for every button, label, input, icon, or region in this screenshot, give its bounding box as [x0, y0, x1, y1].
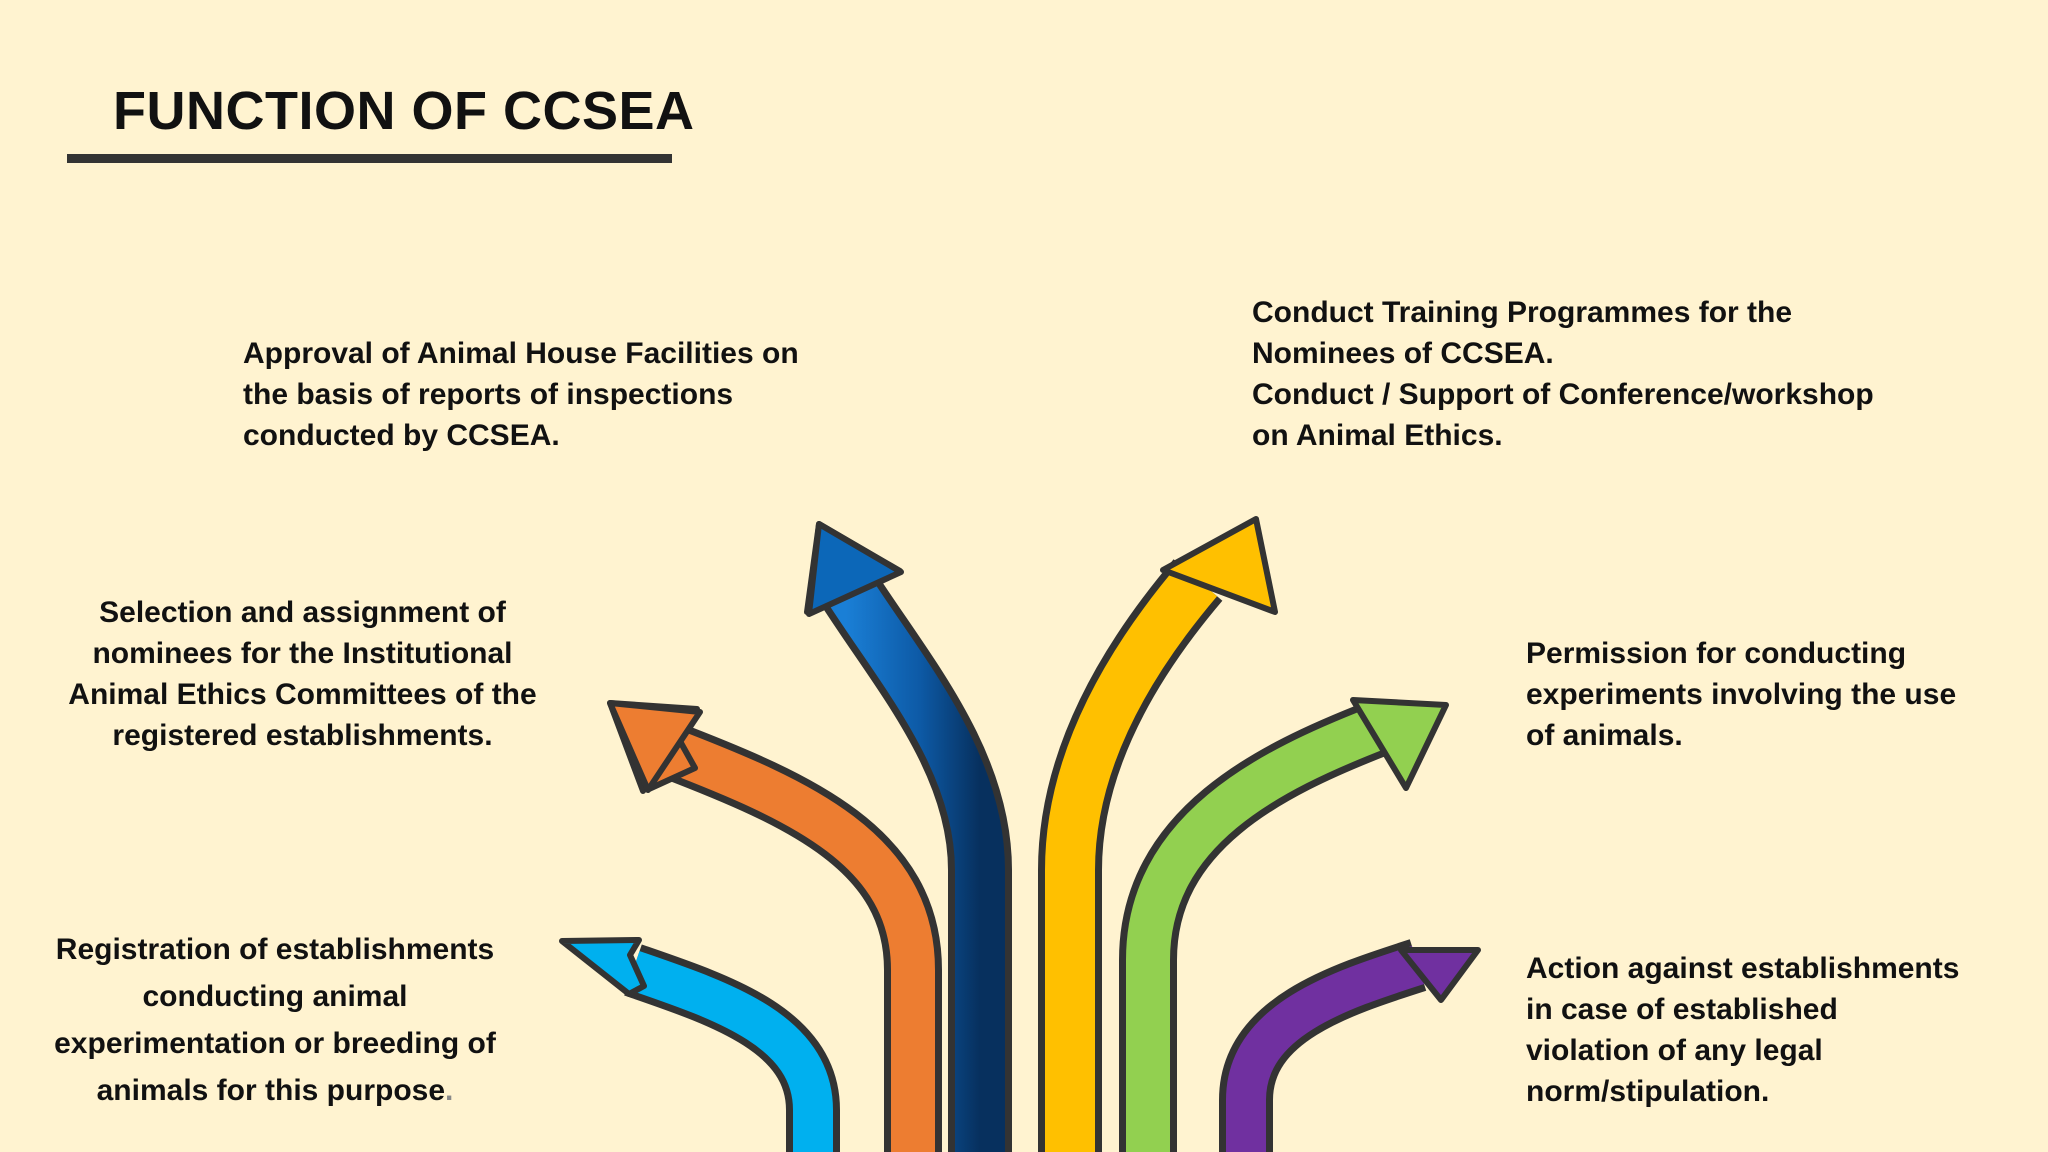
arrow-light-blue	[559, 937, 840, 1152]
text-line: of animals.	[1526, 719, 1683, 752]
text-line: conducted by CCSEA.	[243, 419, 560, 452]
page-title: FUNCTION OF CCSEA	[113, 81, 695, 141]
function-permission: Permission for conducting experiments in…	[1526, 633, 2006, 756]
text-line: experimentation or breeding of	[54, 1027, 496, 1060]
arrow-green	[1119, 697, 1449, 1152]
title-underline	[67, 154, 672, 163]
arrow-orange	[607, 700, 942, 1152]
function-registration: Registration of establishments conductin…	[40, 926, 510, 1114]
text-line: conducting animal	[142, 980, 408, 1013]
text-line: animals for this purpose	[96, 1074, 446, 1107]
text-line: Nominees of CCSEA.	[1252, 337, 1554, 370]
text-line: norm/stipulation.	[1526, 1075, 1770, 1108]
function-approval: Approval of Animal House Facilities on t…	[243, 333, 843, 456]
text-line: Conduct / Support of Conference/workshop	[1252, 378, 1874, 411]
text-line: violation of any legal	[1526, 1034, 1823, 1067]
text-line: Animal Ethics Committees of the	[68, 678, 537, 711]
text-line: Permission for conducting	[1526, 637, 1907, 670]
trailing-period: .	[445, 1074, 454, 1107]
text-line: Action against establishments	[1526, 952, 1960, 985]
arrow-yellow	[1038, 516, 1278, 1152]
text-line: nominees for the Institutional	[92, 637, 513, 670]
text-line: Registration of establishments	[55, 933, 495, 966]
function-action: Action against establishments in case of…	[1526, 948, 2006, 1112]
text-line: the basis of reports of inspections	[243, 378, 734, 411]
text-line: Selection and assignment of	[99, 596, 506, 629]
function-training: Conduct Training Programmes for the Nomi…	[1252, 292, 1932, 456]
text-line: experiments involving the use	[1526, 678, 1957, 711]
function-selection: Selection and assignment of nominees for…	[55, 592, 550, 756]
text-line: Conduct Training Programmes for the	[1252, 296, 1793, 329]
arrow-purple	[1219, 939, 1481, 1152]
arrow-dark-blue	[804, 521, 1012, 1152]
text-line: on Animal Ethics.	[1252, 419, 1503, 452]
text-line: in case of established	[1526, 993, 1838, 1026]
text-line: Approval of Animal House Facilities on	[243, 337, 799, 370]
text-line: registered establishments.	[112, 719, 493, 752]
